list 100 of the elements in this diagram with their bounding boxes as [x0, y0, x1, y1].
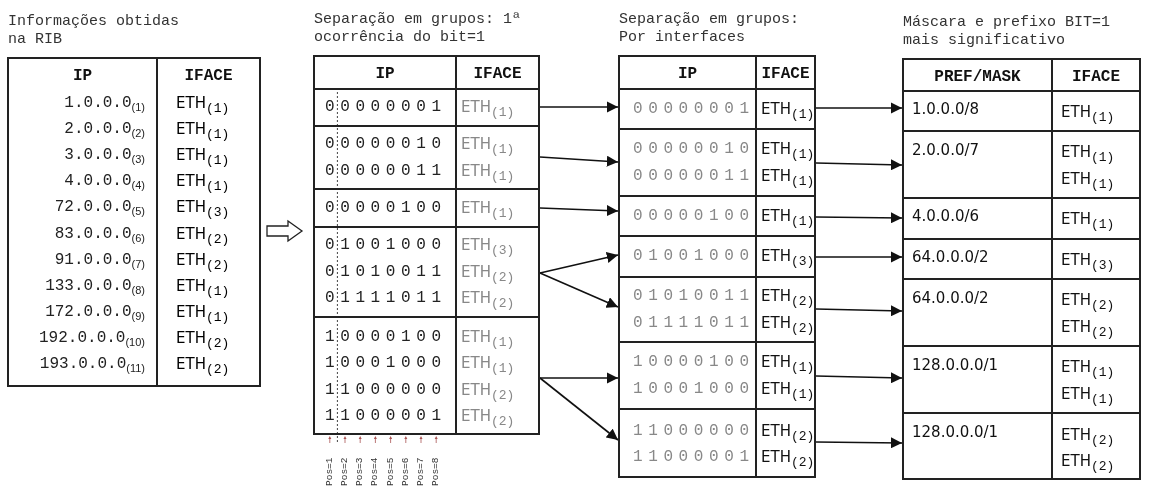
ip-address: 83.0.0.0$_{(6)}$ — [54, 223, 145, 246]
interface-name: ETH$_{(3)}$ — [176, 197, 230, 223]
position-label: Pos=6 — [400, 457, 411, 486]
binary-address: 01001000 — [633, 246, 755, 267]
interface-name: ETH$_{(3)}$ — [461, 235, 515, 261]
column-header: IFACE — [472, 64, 523, 84]
interface-name: ETH$_{(2)}$ — [461, 261, 515, 287]
table-title: Separação em grupos: Por interfaces — [619, 11, 801, 47]
position-label: Pos=5 — [385, 457, 396, 486]
interface-name: ETH$_{(2)}$ — [461, 406, 515, 431]
interface-name: ETH$_{(1)}$ — [1061, 142, 1115, 167]
column-header: IFACE — [183, 66, 234, 86]
ip-address: 91.0.0.0$_{(7)}$ — [54, 249, 145, 272]
hollow-arrow — [266, 219, 304, 243]
binary-address: 10001000 — [633, 378, 755, 399]
prefix-mask: 4.0.0.0/6 — [912, 206, 980, 227]
arrow — [815, 305, 903, 317]
binary-address: 11000000 — [325, 379, 447, 400]
interface-name: ETH$_{(1)}$ — [176, 301, 230, 327]
binary-address: 10000100 — [325, 326, 447, 347]
binary-address: 11000000 — [633, 420, 755, 441]
interface-name: ETH$_{(1)}$ — [1061, 101, 1115, 127]
position-label: Pos=4 — [370, 457, 381, 486]
binary-address: 00000100 — [325, 197, 447, 218]
position-label: Pos=1 — [324, 457, 335, 486]
interface-name: ETH$_{(1)}$ — [761, 98, 815, 124]
interface-name: ETH$_{(1)}$ — [761, 165, 815, 191]
ip-address: 4.0.0.0$_{(4)}$ — [64, 171, 145, 194]
interface-name: ETH$_{(1)}$ — [1061, 168, 1115, 194]
binary-address: 01010011 — [325, 261, 447, 282]
interface-name: ETH$_{(1)}$ — [461, 353, 515, 378]
arrow — [539, 155, 619, 167]
position-label: Pos=7 — [416, 457, 426, 486]
table-title: Informações obtidas na RIB — [8, 13, 181, 49]
binary-address: 00000001 — [633, 98, 755, 119]
position-label: Pos=8 — [431, 457, 442, 486]
binary-address: 00000100 — [633, 205, 755, 226]
prefix-mask: 128.0.0.0/1 — [912, 355, 999, 375]
interface-name: ETH$_{(2)}$ — [176, 249, 230, 275]
binary-address: 11000001 — [325, 406, 447, 426]
arrow — [815, 212, 903, 224]
ip-address: 172.0.0.0$_{(9)}$ — [45, 301, 145, 324]
interface-name: ETH$_{(1)}$ — [461, 134, 515, 159]
arrow — [539, 204, 619, 217]
arrow — [539, 377, 619, 441]
position-label: Pos=2 — [340, 457, 350, 486]
arrow — [815, 159, 903, 171]
interface-name: ETH$_{(1)}$ — [176, 93, 230, 118]
binary-address: 00000001 — [325, 97, 447, 118]
interface-name: ETH$_{(2)}$ — [176, 327, 230, 353]
binary-address: 01111011 — [325, 288, 447, 309]
binary-address: 01001000 — [325, 235, 447, 256]
interface-name: ETH$_{(2)}$ — [761, 447, 815, 472]
column-header: IP — [374, 64, 396, 84]
table-title: Separação em grupos: 1ª ocorrência do bit=1 — [314, 11, 523, 47]
column-header: PREF/MASK — [933, 67, 1022, 87]
interface-name: ETH$_{(2)}$ — [1061, 451, 1115, 476]
interface-name: ETH$_{(1)}$ — [176, 119, 230, 145]
binary-address: 00000010 — [633, 139, 755, 159]
arrow — [815, 251, 903, 263]
interface-name: ETH$_{(2)}$ — [761, 286, 815, 311]
arrow — [815, 437, 903, 449]
position-label: Pos=3 — [355, 457, 366, 486]
interface-name: ETH$_{(1)}$ — [1061, 209, 1115, 235]
interface-name: ETH$_{(2)}$ — [1061, 316, 1115, 342]
binary-address: 01010011 — [633, 286, 755, 306]
column-header: IFACE — [1071, 67, 1121, 87]
binary-address: 01111011 — [633, 312, 755, 333]
arrow — [539, 101, 619, 113]
ip-address: 2.0.0.0$_{(2)}$ — [64, 119, 145, 142]
interface-name: ETH$_{(2)}$ — [1061, 424, 1115, 450]
binary-address: 00000011 — [633, 165, 755, 186]
column-header: IP — [676, 64, 699, 84]
interface-name: ETH$_{(1)}$ — [761, 352, 815, 377]
interface-name: ETH$_{(1)}$ — [176, 275, 230, 301]
interface-name: ETH$_{(2)}$ — [761, 420, 815, 446]
arrow — [815, 372, 903, 384]
interface-name: ETH$_{(1)}$ — [461, 160, 515, 186]
interface-name: ETH$_{(1)}$ — [1061, 383, 1115, 409]
interface-name: ETH$_{(2)}$ — [176, 223, 230, 249]
interface-name: ETH$_{(1)}$ — [761, 205, 815, 231]
prefix-mask: 64.0.0.0/2 — [912, 246, 989, 267]
interface-name: ETH$_{(1)}$ — [176, 145, 230, 171]
interface-name: ETH$_{(1)}$ — [461, 197, 515, 223]
prefix-mask: 1.0.0.0/8 — [912, 98, 980, 119]
binary-address: 11000001 — [633, 447, 755, 467]
prefix-mask: 128.0.0.0/1 — [912, 422, 999, 442]
interface-name: ETH$_{(1)}$ — [1061, 357, 1115, 382]
interface-name: ETH$_{(2)}$ — [176, 354, 230, 379]
interface-name: ETH$_{(2)}$ — [461, 379, 515, 405]
interface-name: ETH$_{(2)}$ — [1061, 290, 1115, 315]
interface-name: ETH$_{(2)}$ — [761, 312, 815, 338]
column-header: IP — [71, 66, 94, 86]
interface-name: ETH$_{(3)}$ — [761, 246, 815, 272]
ip-address: 192.0.0.0$_{(10)}$ — [39, 327, 145, 351]
arrow — [539, 272, 619, 308]
interface-name: ETH$_{(1)}$ — [461, 97, 515, 123]
ip-address: 3.0.0.0$_{(3)}$ — [64, 145, 145, 168]
interface-name: ETH$_{(1)}$ — [761, 378, 815, 404]
interface-name: ETH$_{(1)}$ — [461, 326, 515, 352]
